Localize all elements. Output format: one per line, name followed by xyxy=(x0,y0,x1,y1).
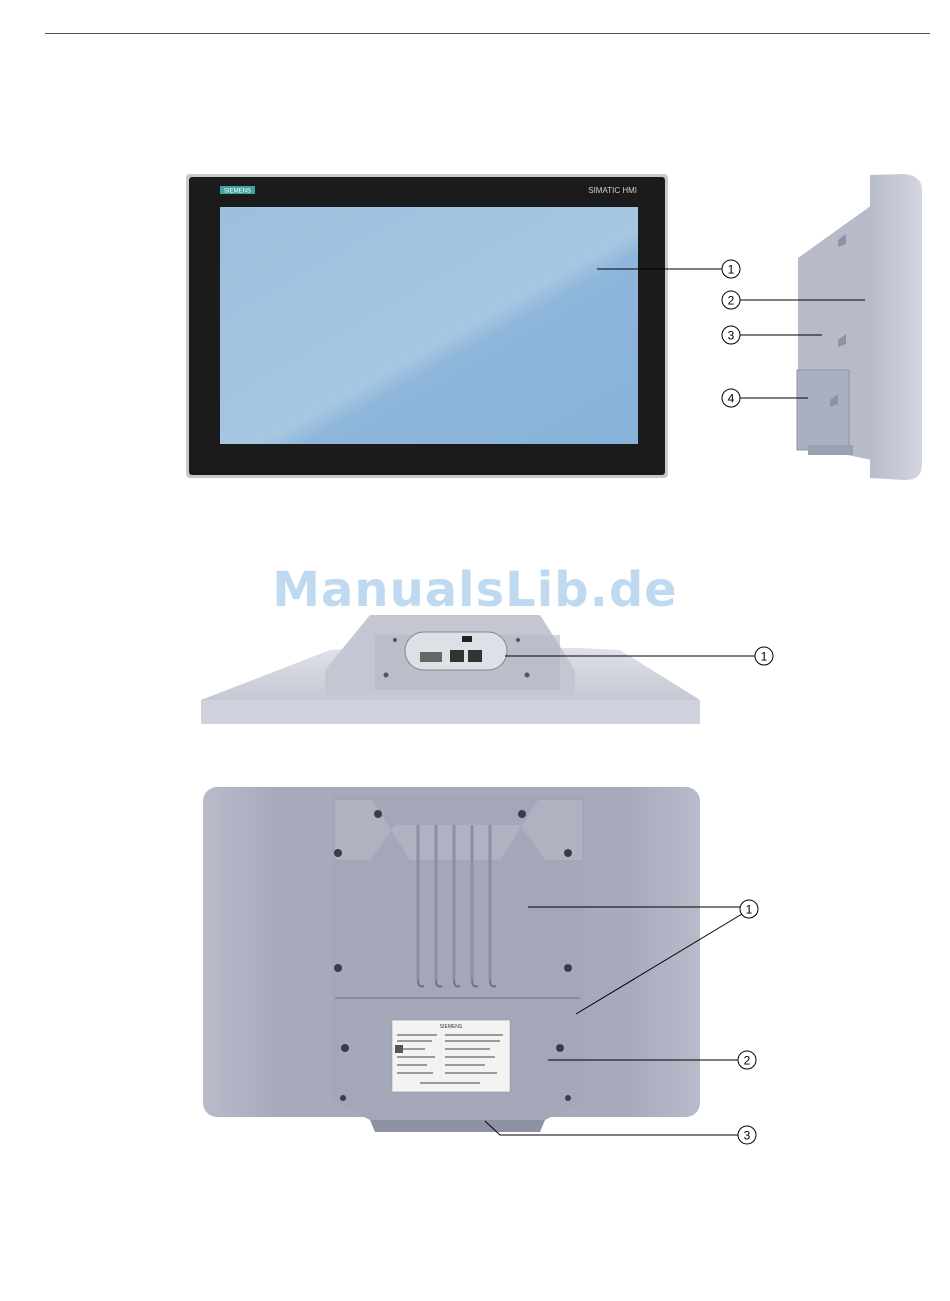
figure-rear-view: SIEMENS 1 2 3 xyxy=(0,780,950,1150)
product-label: SIMATIC HMI xyxy=(588,186,637,195)
callout-1: 1 xyxy=(728,263,735,277)
hmi-side-view xyxy=(797,174,922,480)
callout-3: 3 xyxy=(728,329,735,343)
rating-plate-brand: SIEMENS xyxy=(440,1024,463,1030)
callout-4: 4 xyxy=(728,392,735,406)
callout-1: 1 xyxy=(746,903,753,917)
siemens-logo-text: SIEMENS xyxy=(224,189,251,195)
callout-1: 1 xyxy=(761,650,768,664)
hmi-bottom-view xyxy=(201,615,700,724)
callout-2: 2 xyxy=(728,294,735,308)
figure-front-side: SIEMENS SIMATIC HMI 1 2 3 4 xyxy=(0,160,950,490)
callout-2: 2 xyxy=(744,1054,751,1068)
figure-bottom-view: 1 xyxy=(0,600,950,730)
callout-3: 3 xyxy=(744,1129,751,1143)
hmi-rear-view: SIEMENS xyxy=(203,787,700,1132)
header-rule xyxy=(45,33,930,34)
display-screen xyxy=(220,207,638,444)
hmi-front-view: SIEMENS SIMATIC HMI xyxy=(186,174,668,478)
